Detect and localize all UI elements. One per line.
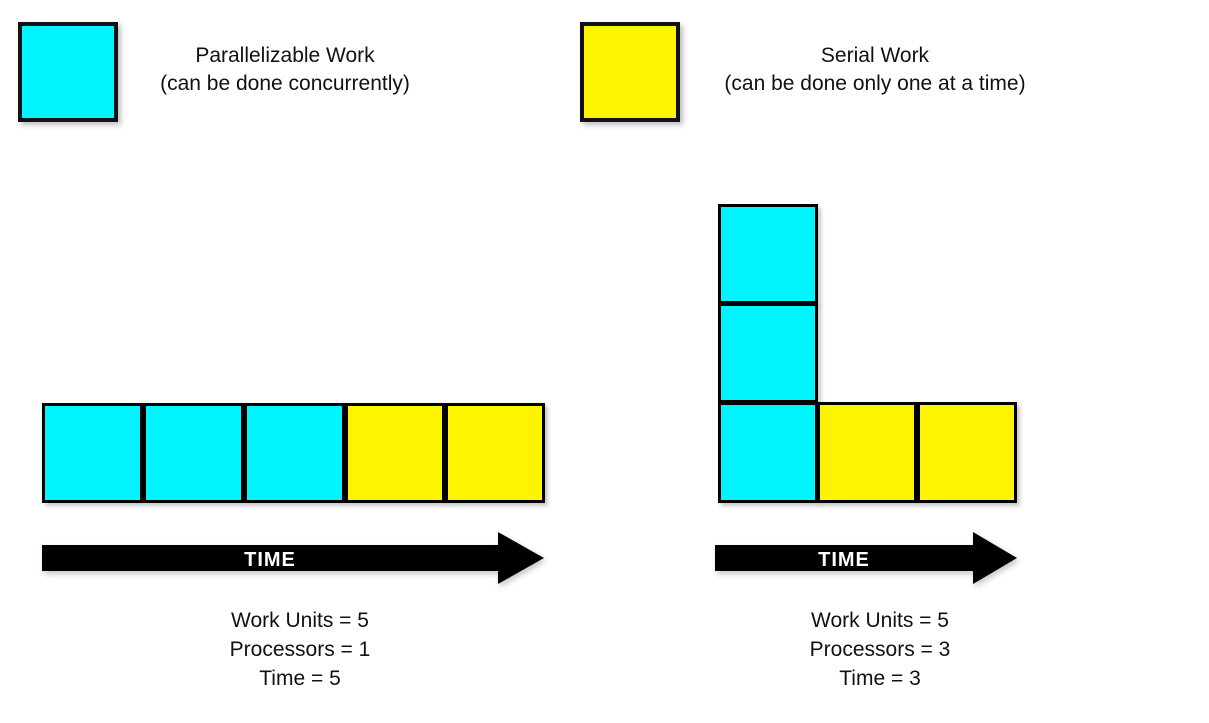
caption-work-units: Work Units = 5 bbox=[231, 609, 369, 632]
legend-title-serial: Serial Work bbox=[820, 44, 930, 67]
legend-label-serial: Serial Work (can be done only one at a t… bbox=[700, 42, 1050, 98]
legend-subtitle-parallelizable: (can be done concurrently) bbox=[160, 72, 410, 95]
legend-swatch-serial bbox=[580, 22, 680, 122]
work-block-parallel bbox=[42, 403, 143, 503]
work-block-parallel bbox=[244, 403, 345, 503]
caption-three-processors: Work Units = 5 Processors = 3 Time = 3 bbox=[740, 606, 1020, 693]
caption-processors: Processors = 1 bbox=[229, 638, 371, 661]
caption-time: Time = 3 bbox=[839, 667, 921, 690]
time-arrow-left: TIME bbox=[42, 530, 545, 586]
caption-work-units: Work Units = 5 bbox=[811, 609, 949, 632]
work-block-serial bbox=[445, 403, 545, 503]
work-block-serial bbox=[817, 402, 917, 503]
work-block-serial bbox=[345, 403, 445, 503]
caption-time: Time = 5 bbox=[259, 667, 341, 690]
work-block-parallel bbox=[718, 402, 818, 503]
time-arrow-right: TIME bbox=[715, 530, 1018, 586]
work-block-serial bbox=[917, 402, 1017, 503]
legend-swatch-parallelizable bbox=[18, 22, 118, 122]
caption-single-processor: Work Units = 5 Processors = 1 Time = 5 bbox=[160, 606, 440, 693]
legend-label-parallelizable: Parallelizable Work (can be done concurr… bbox=[140, 42, 430, 98]
work-block-parallel bbox=[718, 204, 818, 304]
caption-processors: Processors = 3 bbox=[809, 638, 951, 661]
legend-title-parallelizable: Parallelizable Work bbox=[195, 44, 375, 67]
legend-subtitle-serial: (can be done only one at a time) bbox=[724, 72, 1026, 95]
work-block-parallel bbox=[143, 403, 244, 503]
work-block-parallel bbox=[718, 303, 818, 403]
